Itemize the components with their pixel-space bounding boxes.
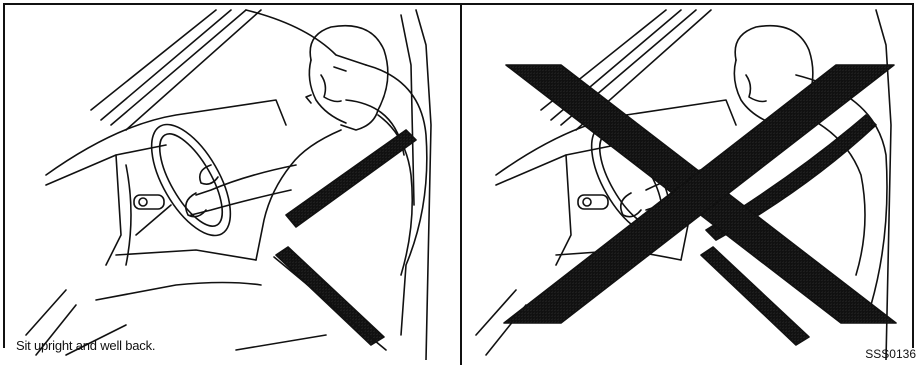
correct-posture-panel	[6, 5, 456, 360]
panel-divider	[460, 3, 462, 365]
incorrect-posture-illustration	[466, 5, 914, 360]
figure-caption: Sit upright and well back.	[16, 338, 155, 353]
correct-posture-illustration	[6, 5, 456, 360]
incorrect-posture-panel	[466, 5, 914, 360]
figure-code: SSS0136	[865, 347, 916, 361]
